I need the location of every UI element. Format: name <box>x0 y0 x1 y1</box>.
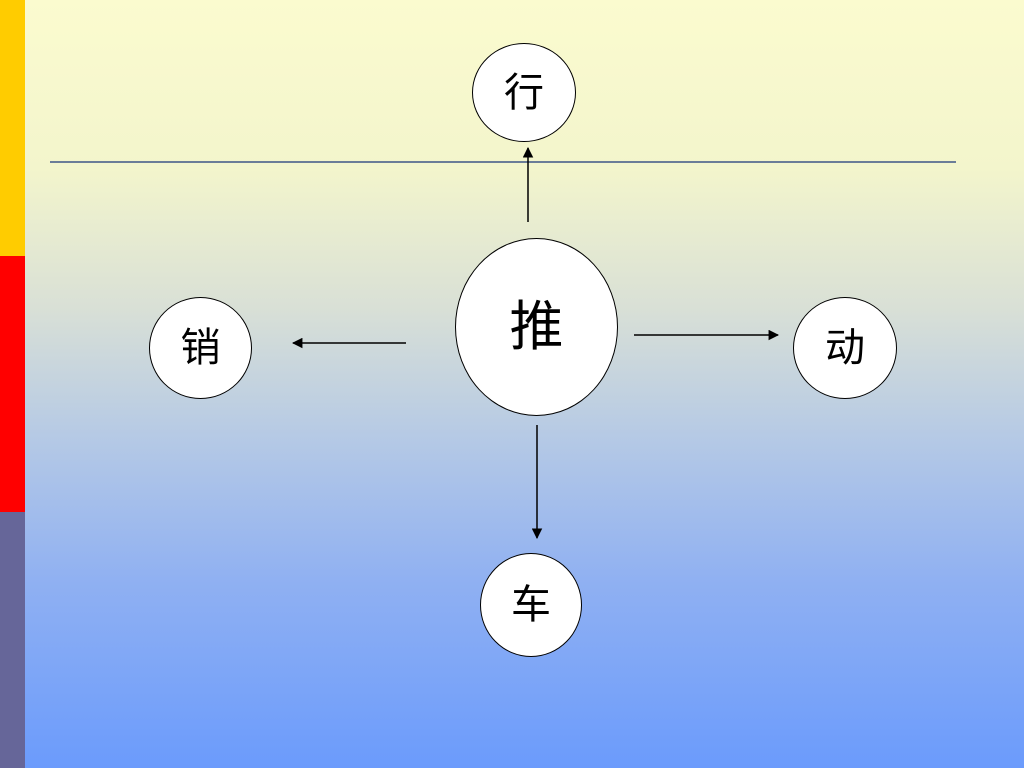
node-right-label: 动 <box>825 325 865 371</box>
node-left: 销 <box>149 297 252 399</box>
node-bottom-label: 车 <box>511 582 551 628</box>
sidebar-red-segment <box>0 256 25 512</box>
node-top-label: 行 <box>504 69 544 116</box>
node-top: 行 <box>472 43 576 142</box>
sidebar-slate-segment <box>0 512 25 768</box>
sidebar-yellow-segment <box>0 0 25 256</box>
node-center: 推 <box>455 238 618 416</box>
node-bottom: 车 <box>480 553 582 657</box>
horizontal-divider <box>50 161 956 163</box>
node-right: 动 <box>793 297 897 399</box>
node-center-label: 推 <box>509 295 564 358</box>
node-left-label: 销 <box>180 325 221 371</box>
